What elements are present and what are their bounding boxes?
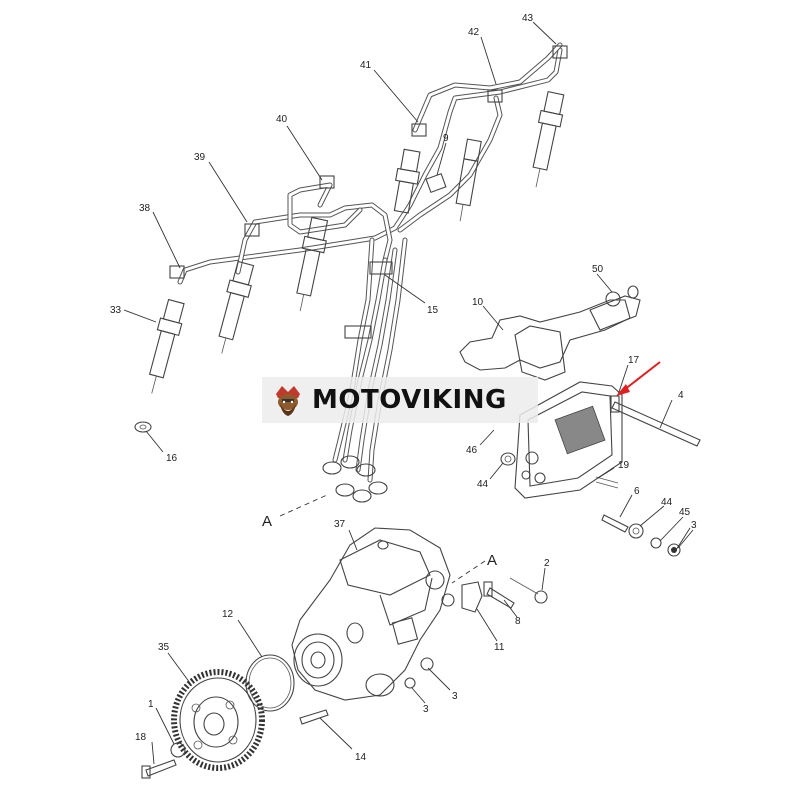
drive-gear-35 [171, 669, 265, 771]
callout-39: 39 [194, 152, 206, 163]
callout-11: 11 [494, 642, 505, 653]
callout-3-pump-right: 3 [452, 691, 458, 702]
injection-pump [291, 527, 548, 725]
injector-2 [218, 260, 255, 354]
callout-17: 17 [628, 355, 640, 366]
pointer-arrow [616, 361, 661, 396]
callout-10: 10 [472, 297, 484, 308]
viking-logo-icon [276, 386, 300, 416]
callout-46: 46 [466, 445, 478, 456]
callout-6: 6 [634, 486, 640, 497]
callout-33: 33 [110, 305, 122, 316]
injector-5 [455, 138, 482, 222]
callout-1: 1 [148, 699, 154, 710]
callout-4: 4 [678, 390, 684, 401]
injector-6 [532, 90, 565, 188]
callout-42: 42 [468, 27, 480, 38]
gear-and-seal [141, 654, 295, 779]
callout-38: 38 [139, 203, 151, 214]
section-mark-a-right: A [487, 552, 497, 569]
callout-3-pump-left: 3 [423, 704, 429, 715]
injector-4 [393, 148, 421, 214]
callout-3-right: 3 [691, 520, 697, 531]
callout-labels: 33 38 39 40 41 42 43 9 15 16 50 10 17 4 … [110, 13, 697, 763]
callout-8: 8 [515, 616, 521, 627]
brand-watermark: MOTOVIKING [262, 377, 538, 423]
callout-16: 16 [166, 453, 178, 464]
injector-1 [148, 298, 185, 394]
callout-45: 45 [679, 507, 691, 518]
callout-9: 9 [443, 133, 449, 144]
callout-12: 12 [222, 609, 234, 620]
callout-41: 41 [360, 60, 372, 71]
callout-44-right: 44 [661, 497, 673, 508]
callout-18: 18 [135, 732, 147, 743]
section-mark-a-left: A [262, 513, 272, 530]
callout-43: 43 [522, 13, 534, 24]
washer-16 [134, 421, 152, 433]
callout-14: 14 [355, 752, 367, 763]
ecu-bracket-assembly [459, 285, 701, 557]
callout-35: 35 [158, 642, 170, 653]
injector-3 [296, 216, 329, 312]
fuel-line-assembly [169, 42, 568, 503]
callout-15: 15 [427, 305, 439, 316]
o-ring-12 [245, 654, 295, 712]
injectors [134, 90, 565, 433]
callout-44-left: 44 [477, 479, 489, 490]
callout-19: 19 [618, 460, 630, 471]
callout-50: 50 [592, 264, 604, 275]
callout-37: 37 [334, 519, 346, 530]
brand-name: MOTOVIKING [312, 385, 507, 415]
callout-2: 2 [544, 558, 550, 569]
leader-lines [123, 21, 694, 765]
callout-40: 40 [276, 114, 288, 125]
